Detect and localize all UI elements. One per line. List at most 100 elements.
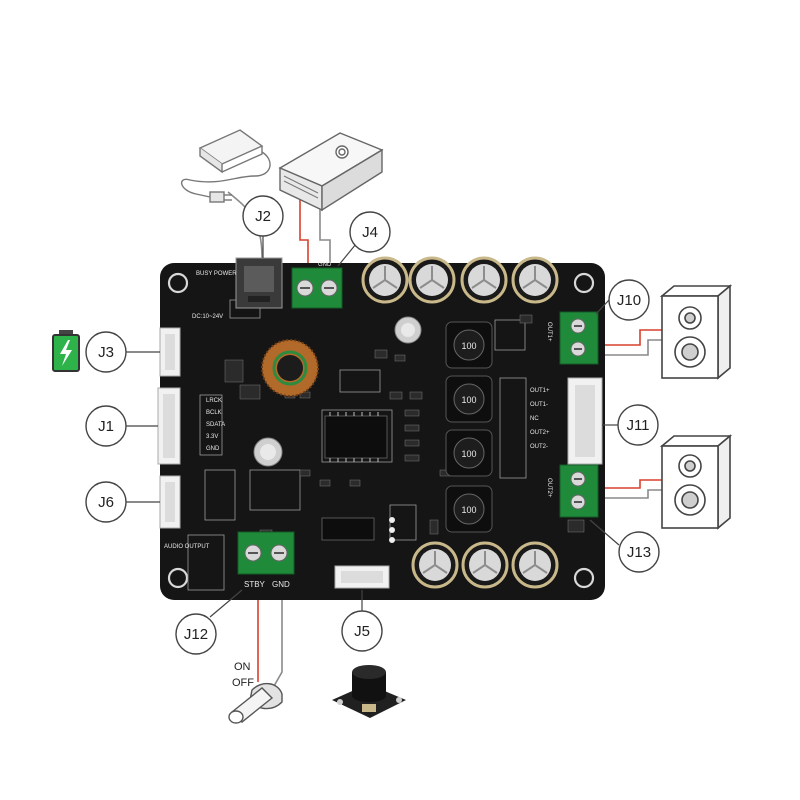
silk-gnd-j12: GND <box>272 580 290 589</box>
cap-bottom-2 <box>461 541 509 589</box>
cap-top-1 <box>361 256 409 304</box>
screw-terminal-j13 <box>559 464 599 518</box>
wire-spk1-red <box>598 329 662 346</box>
callout-j12: J12 <box>175 613 217 655</box>
header-j11 <box>567 377 603 465</box>
led-cluster <box>389 517 395 543</box>
silk-lrck: LRCK <box>206 398 222 404</box>
callouts: J2 J4 J3 J1 J6 J10 J11 J13 <box>85 195 660 655</box>
silk-out2-vertical: OUT2+ <box>546 478 552 498</box>
callout-j3-label: J3 <box>98 344 114 361</box>
inductor-label: 100 <box>461 395 476 405</box>
callout-j10-label: J10 <box>617 292 641 309</box>
switch-off-label: OFF <box>232 677 254 689</box>
mount-hole-br <box>573 567 595 589</box>
inductor-label: 100 <box>461 341 476 351</box>
leader-lines <box>126 236 620 618</box>
silk-dc-input: DC:10~24V <box>192 314 223 320</box>
power-inductors: 100 100 100 100 <box>445 321 493 533</box>
inductor-2: 100 <box>445 375 493 423</box>
screw-terminal-j10 <box>559 311 599 365</box>
inductor-label: 100 <box>461 505 476 515</box>
smd-components <box>224 314 585 539</box>
soic-ic <box>321 517 375 541</box>
callout-j5: J5 <box>341 610 383 652</box>
silk-audio-output: AUDIO OUTPUT <box>164 544 210 550</box>
callout-j13: J13 <box>618 531 660 573</box>
inductor-3: 100 <box>445 429 493 477</box>
speaker-icon <box>659 434 733 530</box>
callout-j1-label: J1 <box>98 418 114 435</box>
callout-j1: J1 <box>85 405 127 447</box>
callout-j4-label: J4 <box>362 224 378 241</box>
silkscreen-outlines <box>187 299 527 591</box>
dc-jack <box>235 257 283 309</box>
wire-spk2-grey <box>598 489 662 499</box>
header-j6 <box>159 475 181 529</box>
silk-3v3: 3.3V <box>206 434 218 440</box>
capacitors-top <box>361 256 559 304</box>
silk-gnd-j1: GND <box>206 446 220 452</box>
callout-j2: J2 <box>242 195 284 237</box>
inductor-1: 100 <box>445 321 493 369</box>
wires <box>227 191 662 687</box>
inductor-label: 100 <box>461 449 476 459</box>
wire-spk2-red <box>598 479 662 489</box>
callout-j2-label: J2 <box>255 208 271 225</box>
pcb: 100 100 100 100 <box>157 256 605 600</box>
wire-switch-grey <box>273 590 283 687</box>
silk-stby: STBY <box>244 580 266 589</box>
screw-terminal-j12 <box>237 531 295 575</box>
toroid-inductor <box>261 339 319 397</box>
speaker-icon <box>659 284 733 380</box>
silk-gnd-top: GND <box>318 262 332 268</box>
capacitors-bottom <box>411 541 559 589</box>
cap-top-3 <box>460 256 508 304</box>
callout-j13-label: J13 <box>627 544 651 561</box>
silk-out1-plus: OUT1+ <box>530 388 550 394</box>
callout-j5-label: J5 <box>354 623 370 640</box>
silk-bclk: BCLK <box>206 410 222 416</box>
callout-j6-label: J6 <box>98 494 114 511</box>
mounting-holes <box>167 272 595 589</box>
wire-psu-grey <box>319 205 331 268</box>
potentiometer-knob-icon <box>332 665 406 718</box>
header-j3 <box>159 327 181 377</box>
callout-j6: J6 <box>85 481 127 523</box>
amplifier-ic <box>324 415 388 459</box>
callout-j12-label: J12 <box>184 626 208 643</box>
silk-sdata: SDATA <box>206 422 225 428</box>
small-capacitors <box>253 316 422 467</box>
cap-top-2 <box>408 256 456 304</box>
wire-spk1-grey <box>598 339 662 356</box>
battery-icon <box>52 330 80 372</box>
cap-top-4 <box>511 256 559 304</box>
mount-hole-tl <box>167 272 189 294</box>
silk-busy-power: BUSY POWER <box>196 271 237 277</box>
screw-terminal-j4 <box>291 267 343 309</box>
power-supply-box-icon <box>278 132 384 212</box>
silk-out1-minus: OUT1- <box>530 402 548 408</box>
callout-j11-label: J11 <box>626 417 649 434</box>
header-j1 <box>157 387 181 465</box>
mount-hole-bl <box>167 567 189 589</box>
cap-bottom-1 <box>411 541 459 589</box>
silk-out2-plus: OUT2+ <box>530 430 550 436</box>
header-j5 <box>334 565 390 589</box>
cap-bottom-3 <box>511 541 559 589</box>
silk-nc: NC <box>530 416 539 422</box>
inductor-4: 100 <box>445 485 493 533</box>
amplifier-ic-pins <box>329 412 379 462</box>
callout-j10: J10 <box>608 279 650 321</box>
power-adapter-icon <box>181 129 271 203</box>
callout-j3: J3 <box>85 331 127 373</box>
callout-j4: J4 <box>349 211 391 253</box>
mount-hole-tr <box>573 272 595 294</box>
wire-psu-red <box>299 200 309 268</box>
silk-out1-vertical: OUT1+ <box>546 322 552 342</box>
silk-out2-minus: OUT2- <box>530 444 548 450</box>
toggle-switch-icon <box>228 683 283 724</box>
callout-j11: J11 <box>617 404 659 446</box>
switch-on-label: ON <box>234 661 251 673</box>
